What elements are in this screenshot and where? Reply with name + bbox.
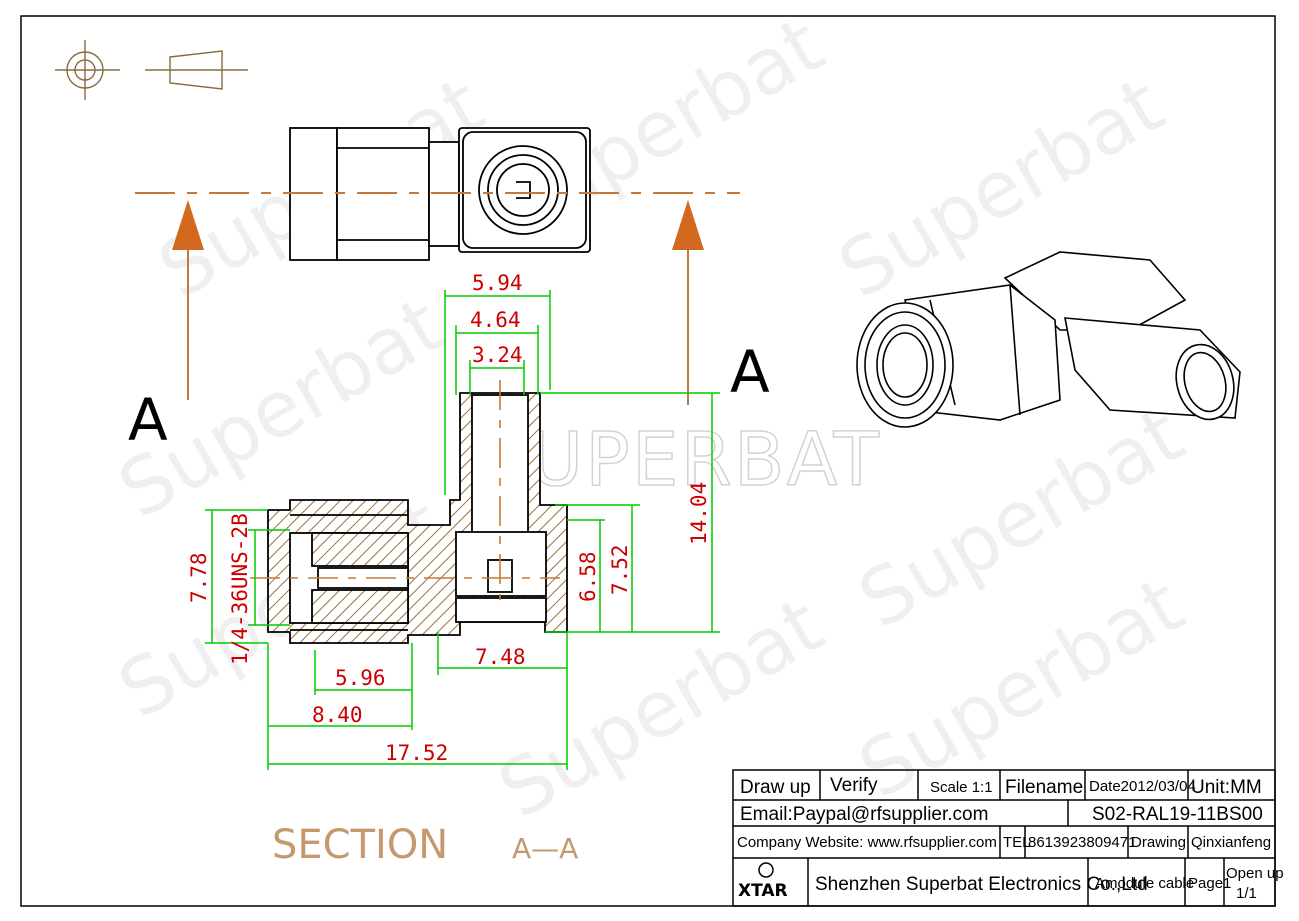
dimension-values: 5.94 4.64 3.24 14.04 7.52 6.58 7.78 1/4-… xyxy=(187,271,711,765)
tb-logo: XTAR xyxy=(738,881,788,901)
tb-draw-up: Draw up xyxy=(740,777,811,798)
dim-5-94: 5.94 xyxy=(472,271,523,295)
dim-14-04: 14.04 xyxy=(687,482,711,545)
section-arrows: A A xyxy=(128,200,770,454)
tb-email: Email:Paypal@rfsupplier.com xyxy=(740,804,988,825)
dim-5-96: 5.96 xyxy=(335,666,386,690)
dim-6-58: 6.58 xyxy=(576,551,600,602)
tb-file-value: S02-RAL19-11BS00 xyxy=(1092,804,1263,825)
section-letter-left: A xyxy=(128,386,168,454)
logo-icon xyxy=(758,862,774,878)
tb-open-up-value: 1/1 xyxy=(1236,885,1257,902)
tb-page: Page1 xyxy=(1188,875,1231,892)
tb-open-up: Open up xyxy=(1226,865,1284,882)
tb-website: Company Website: www.rfsupplier.com xyxy=(737,834,997,851)
tb-drawer: Qinxianfeng xyxy=(1191,834,1271,851)
title-block xyxy=(732,769,1276,907)
section-title-text: SECTION xyxy=(272,822,448,868)
drawing-frame xyxy=(20,15,1276,907)
dim-7-52: 7.52 xyxy=(608,544,632,595)
dim-8-40: 8.40 xyxy=(312,703,363,727)
tb-tel-label: TEL xyxy=(1003,834,1031,851)
dim-7-78: 7.78 xyxy=(187,552,211,603)
section-title-suffix: A—A xyxy=(512,832,578,865)
tb-drawing: Drawing xyxy=(1131,834,1186,851)
dim-3-24: 3.24 xyxy=(472,343,523,367)
section-title: SECTION A—A xyxy=(272,822,578,868)
connector-3d-view xyxy=(856,251,1241,428)
watermark-brand: SUPERBAT xyxy=(480,417,881,503)
tb-scale: Scale 1:1 xyxy=(930,779,993,796)
tb-tel-value: 8613923809471 xyxy=(1028,834,1136,851)
dim-17-52: 17.52 xyxy=(385,741,448,765)
projection-symbol xyxy=(55,40,248,100)
dim-thread: 1/4-36UNS-2B xyxy=(228,513,252,665)
dim-4-64: 4.64 xyxy=(470,308,521,332)
tb-module: Amodule cable xyxy=(1095,875,1194,892)
dim-7-48: 7.48 xyxy=(475,645,526,669)
section-letter-right: A xyxy=(730,338,770,406)
tb-unit: Unit:MM xyxy=(1191,777,1262,798)
dimension-leaders xyxy=(205,290,720,770)
tb-company: Shenzhen Superbat Electronics Co.,Ltd xyxy=(815,874,1148,895)
tb-date: Date2012/03/04 xyxy=(1089,778,1196,795)
tb-filename: Filename xyxy=(1005,777,1083,798)
title-block-text: Draw up Verify Scale 1:1 Filename Date20… xyxy=(737,775,1284,902)
tb-verify: Verify xyxy=(830,775,878,796)
